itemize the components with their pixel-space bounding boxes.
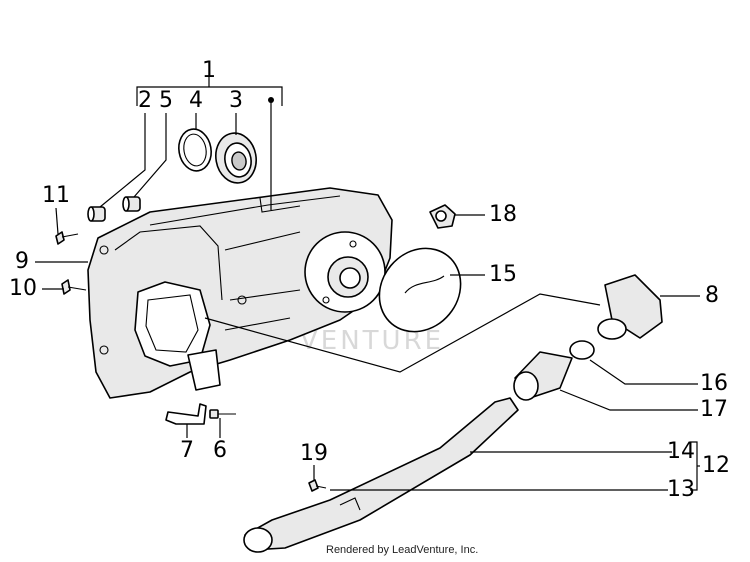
callout-15: 15 — [489, 262, 517, 287]
callout-5: 5 — [159, 88, 173, 113]
transmission-cover — [87, 187, 393, 399]
callout-14: 14 — [667, 439, 695, 464]
callout-19: 19 — [300, 441, 328, 466]
callout-2: 2 — [138, 88, 152, 113]
callout-6: 6 — [213, 438, 227, 463]
callout-1: 1 — [202, 58, 216, 83]
callout-9: 9 — [15, 249, 29, 274]
callout-11: 11 — [42, 183, 70, 208]
clamp-16 — [569, 340, 595, 360]
callout-13: 13 — [667, 477, 695, 502]
callout-3: 3 — [229, 88, 243, 113]
vespa-cover-15 — [378, 247, 462, 333]
callout-16: 16 — [700, 371, 728, 396]
bracket-7 — [165, 403, 207, 425]
bushing-5 — [122, 196, 141, 212]
credit-text: Rendered by LeadVenture, Inc. — [326, 544, 478, 556]
callout-8: 8 — [705, 283, 719, 308]
bolt-6 — [209, 409, 236, 419]
screw-10 — [61, 279, 87, 295]
screw-11 — [55, 231, 79, 245]
callout-18: 18 — [489, 202, 517, 227]
leader-lines — [35, 76, 700, 491]
callout-17: 17 — [700, 397, 728, 422]
callout-4: 4 — [189, 88, 203, 113]
callout-numbers: 1 2 5 4 3 11 9 10 7 6 18 15 8 16 17 14 1… — [9, 58, 730, 502]
circlip-4 — [178, 128, 212, 172]
intake-duct-14 — [243, 397, 519, 553]
air-duct-8 — [597, 274, 663, 340]
bearing-3 — [215, 132, 257, 184]
bushing-2 — [87, 206, 106, 222]
callout-7: 7 — [180, 438, 194, 463]
callout-10: 10 — [9, 276, 37, 301]
cap-18 — [429, 204, 456, 229]
callout-12: 12 — [702, 453, 730, 478]
boot-17 — [513, 351, 573, 401]
screw-19 — [308, 479, 327, 492]
